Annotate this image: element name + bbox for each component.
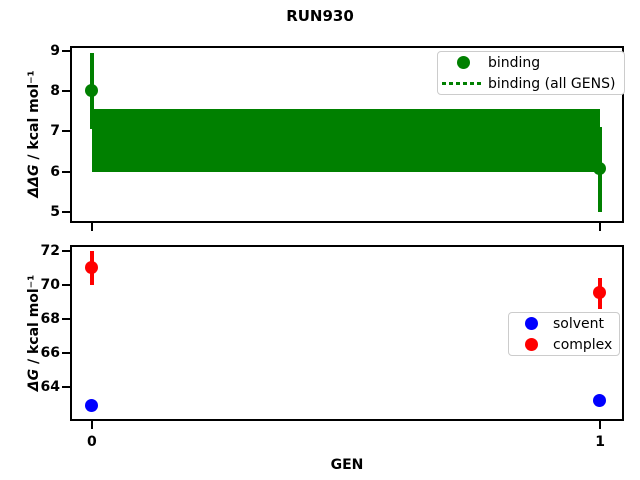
solvent-dot-icon: [524, 317, 538, 330]
legend: binding binding (all GENS): [437, 51, 625, 95]
legend-item-binding: binding: [438, 52, 624, 73]
legend-label: binding: [488, 54, 541, 71]
y-tick-label: 7: [50, 123, 60, 140]
binding-data-point: [593, 162, 607, 176]
x-axis-label: GEN: [330, 457, 364, 473]
x-tick-label: 0: [86, 434, 97, 450]
figure-title: RUN930: [286, 7, 354, 25]
x-tick-mark: [599, 421, 602, 429]
legend: solvent complex: [508, 312, 620, 356]
y-tick-mark: [62, 90, 70, 93]
solvent-data-point: [593, 393, 607, 407]
y-tick-mark: [62, 317, 70, 320]
binding-all-gens--dotted-line-icon: [442, 82, 484, 85]
legend-marker-column: [438, 82, 488, 85]
top-axes: [70, 46, 624, 223]
legend-label: binding (all GENS): [488, 75, 616, 92]
x-tick-mark: [599, 223, 602, 231]
binding-all-gens-band: [91, 109, 601, 172]
x-tick-mark: [90, 223, 93, 231]
y-tick-label: 6: [50, 163, 60, 180]
y-tick-mark: [62, 385, 70, 388]
y-tick-label: 9: [50, 42, 60, 59]
legend-item-binding-all-gens-: binding (all GENS): [438, 73, 624, 94]
y-tick-mark: [62, 49, 70, 52]
legend-marker-column: [438, 56, 488, 69]
y-tick-mark: [62, 249, 70, 252]
y-tick-label: 8: [50, 83, 60, 100]
y-tick-mark: [62, 351, 70, 354]
legend-label: solvent: [553, 315, 605, 332]
y-tick-mark: [62, 130, 70, 133]
legend-item-complex: complex: [509, 334, 619, 355]
bottom-axes: [70, 245, 624, 421]
complex-data-point: [593, 286, 607, 300]
y-tick-mark: [62, 211, 70, 214]
y-tick-mark: [62, 170, 70, 173]
x-tick-label: 1: [595, 434, 605, 450]
x-tick-mark: [90, 421, 93, 429]
complex-data-point: [84, 260, 98, 274]
y-tick-label: 64: [40, 378, 60, 395]
binding-data-point: [84, 84, 98, 98]
complex-dot-icon: [524, 338, 538, 351]
y-tick-mark: [62, 283, 70, 286]
legend-marker-column: [509, 338, 553, 351]
y-tick-label: 66: [40, 344, 60, 361]
legend-item-solvent: solvent: [509, 313, 619, 334]
y-tick-label: 68: [40, 310, 60, 327]
binding-dot-icon: [456, 56, 470, 69]
y-tick-label: 70: [40, 276, 60, 293]
y-tick-label: 5: [50, 204, 60, 221]
legend-label: complex: [553, 336, 613, 353]
solvent-data-point: [84, 398, 98, 412]
legend-marker-column: [509, 317, 553, 330]
y-tick-label: 72: [40, 242, 60, 259]
